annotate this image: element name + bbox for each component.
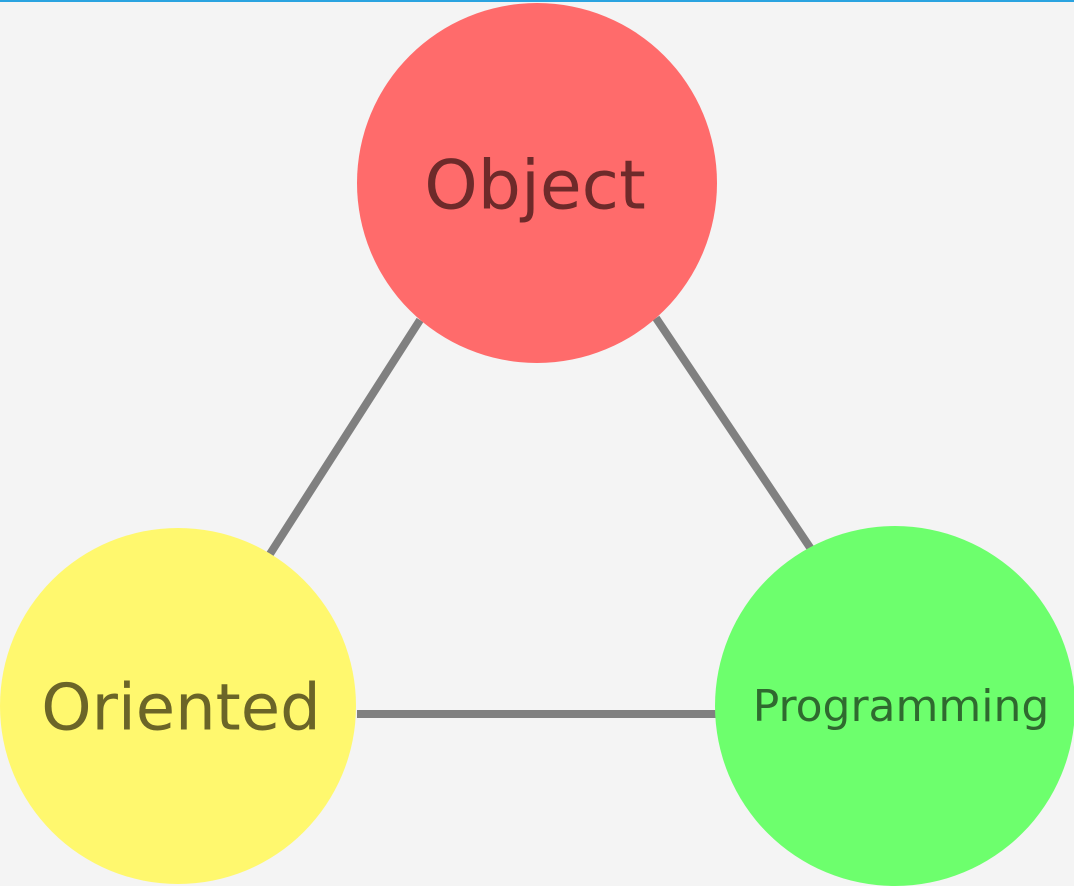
edge-object-programming	[652, 315, 815, 552]
node-object-circle	[357, 3, 717, 363]
node-programming-label: Programming	[753, 681, 1050, 732]
node-object-label: Object	[424, 147, 645, 226]
edge-object-oriented	[266, 317, 424, 557]
node-programming-circle	[715, 526, 1074, 886]
node-oriented-circle	[0, 528, 356, 884]
node-object: Object	[357, 3, 717, 363]
top-rule	[0, 0, 1074, 2]
node-oriented: Oriented	[0, 528, 356, 884]
node-oriented-label: Oriented	[41, 672, 321, 746]
node-programming: Programming	[715, 526, 1074, 886]
